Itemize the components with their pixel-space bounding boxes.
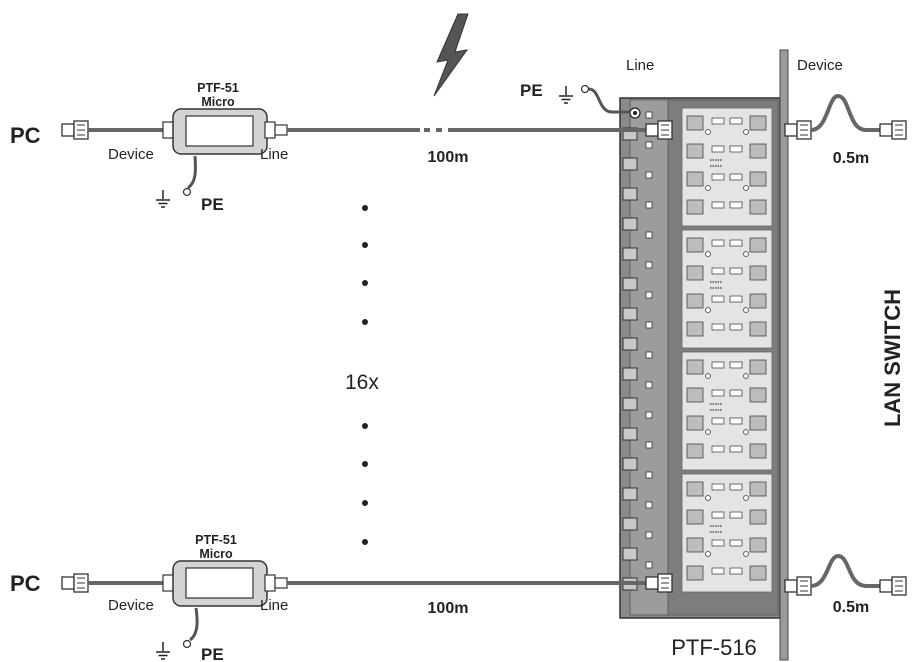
panel-device-header: Device [797,57,843,74]
panel-line-header: Line [626,57,654,74]
pe-label: PE [201,645,224,662]
line-port-label: Line [260,146,288,163]
ptf-516-panel [619,49,789,661]
protector-subname: Micro [199,547,233,561]
rj45-plug-icon [645,573,673,593]
pc-label: PC [10,123,41,148]
protector-name: PTF-51 [197,81,239,95]
rj45-plug-icon [879,576,907,596]
distance-label: 100m [428,600,469,617]
top-link: PC PTF-51 Micro Device Line PE 100m [10,81,907,214]
device-port-label: Device [108,146,154,163]
bottom-link: PC PTF-51 Micro Device Line PE 100m 0.5m [10,533,907,662]
ptf-51-micro-protector [162,560,288,607]
panel-name: PTF-516 [671,635,757,660]
line-port-label: Line [260,597,288,614]
multiplier-label: 16x [345,371,379,394]
ground-icon [155,641,171,660]
lan-switch-label: LAN SWITCH [880,289,905,427]
rj45-plug-icon [645,120,673,140]
repeat-dots [362,205,368,545]
ground-icon [558,85,574,104]
ptf-51-micro-protector [162,108,288,155]
rj45-plug-icon [61,120,89,140]
panel-pe-label: PE [520,81,543,100]
patch-length-label: 0.5m [833,150,869,167]
rj45-plug-icon [61,573,89,593]
rj45-plug-icon [784,120,812,140]
protector-subname: Micro [201,95,235,109]
ground-icon [155,189,171,208]
rj45-plug-icon [784,576,812,596]
pc-label: PC [10,571,41,596]
lightning-icon [433,13,469,97]
panel-pe: PE [520,81,630,114]
distance-label: 100m [428,149,469,166]
device-port-label: Device [108,597,154,614]
rj45-plug-icon [879,120,907,140]
pe-label: PE [201,195,224,214]
patch-length-label: 0.5m [833,599,869,616]
protector-name: PTF-51 [195,533,237,547]
